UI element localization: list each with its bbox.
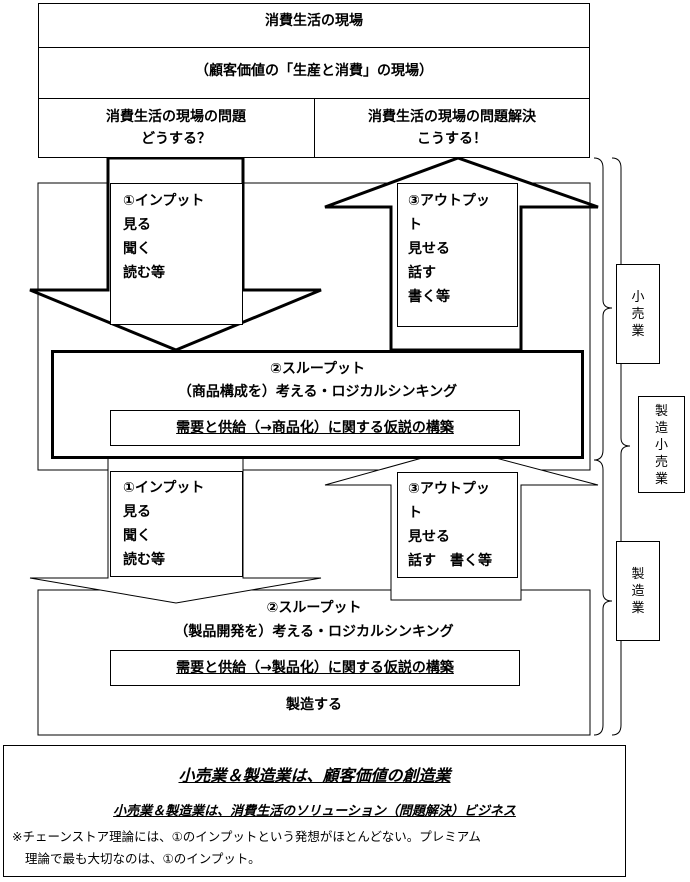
retail-hypothesis-box: 需要と供給（→商品化）に関する仮説の構築: [110, 410, 520, 446]
side-label-retail-char: 小: [631, 290, 645, 305]
footer-box: [3, 745, 626, 877]
side-label-spa: 製 造 小 売 業: [638, 396, 685, 493]
retail-output-talk: 話す: [408, 265, 436, 281]
header-divider-vertical: [314, 98, 315, 158]
retail-output-write: 書く等: [408, 289, 450, 305]
retail-input-hear: 聞く: [123, 241, 151, 257]
retail-throughput-desc: （商品構成を）考える・ロジカルシンキング: [177, 384, 458, 400]
side-label-spa-char: 小: [654, 438, 668, 453]
side-label-manufacturing-char: 業: [631, 601, 645, 616]
side-label-retail-char: 業: [631, 324, 645, 339]
retail-input-read: 読む等: [123, 265, 165, 281]
manufacturing-throughput-desc: （製品開発を）考える・ロジカルシンキング: [174, 624, 454, 640]
retail-bracket: [593, 157, 613, 461]
manufacturing-output-show: 見せる: [408, 529, 450, 545]
header-subtitle: （顧客価値の「生産と消費」の現場）: [195, 63, 433, 79]
manufacturing-frame: [37, 589, 591, 736]
footer-subline: 小売業＆製造業は、消費生活のソリューション（問題解決）ビジネス: [113, 804, 516, 819]
side-label-manufacturing: 製 造 業: [616, 541, 660, 641]
header-solution-line2: こうする！: [417, 131, 487, 147]
manufacturing-input-read: 読む等: [123, 552, 165, 568]
manufacturing-throughput-title: ②スループット: [266, 600, 362, 616]
manufacturing-input-box: ①インプット 見る 聞く 読む等: [110, 471, 243, 577]
manufacturing-output-title-cont: ト: [408, 505, 422, 521]
manufacturing-input-title: ①インプット: [123, 480, 205, 496]
manufacturing-output-box: ③アウトプッ ト 見せる 話す 書く等: [397, 472, 518, 578]
side-label-spa-char: 業: [654, 472, 668, 487]
side-label-retail-char: 売: [631, 307, 645, 322]
side-label-retail: 小 売 業: [616, 264, 660, 364]
manufacturing-output-title: ③アウトプッ: [408, 481, 490, 497]
header-title: 消費生活の現場: [265, 13, 363, 29]
manufacturing-action: 製造する: [286, 697, 342, 713]
header-problem: 消費生活の現場の問題 どうする？: [38, 106, 314, 150]
retail-output-box: ③アウトプッ ト 見せる 話す 書く等: [397, 183, 518, 327]
manufacturing-input-hear: 聞く: [123, 528, 151, 544]
side-label-manufacturing-char: 造: [631, 584, 645, 599]
retail-throughput-title: ②スループット: [269, 361, 365, 377]
retail-input-see: 見る: [123, 217, 151, 233]
footer-note-line1: ※チェーンストア理論には、①のインプットという発想がほとんどない。プレミアム: [12, 829, 481, 844]
header-problem-line1: 消費生活の現場の問題: [106, 109, 246, 125]
retail-input-title: ①インプット: [123, 193, 205, 209]
retail-output-title-cont: ト: [408, 217, 422, 233]
manufacturing-input-see: 見る: [123, 504, 151, 520]
retail-frame: [37, 182, 591, 471]
retail-input-box: ①インプット 見る 聞く 読む等: [110, 183, 243, 325]
spa-bracket: [611, 157, 631, 736]
header-divider-1: [38, 47, 590, 48]
footer-headline: 小売業＆製造業は、顧客価値の創造業: [178, 766, 451, 785]
side-label-manufacturing-char: 製: [631, 567, 645, 582]
retail-output-show: 見せる: [408, 241, 450, 257]
manufacturing-bracket: [593, 459, 613, 736]
retail-output-title: ③アウトプッ: [408, 193, 490, 209]
header-solution-line1: 消費生活の現場の問題解決: [368, 109, 536, 125]
header-solution: 消費生活の現場の問題解決 こうする！: [314, 106, 590, 150]
manufacturing-hypothesis-box: 需要と供給（→製品化）に関する仮説の構築: [110, 650, 520, 686]
footer-note: ※チェーンストア理論には、①のインプットという発想がほとんどない。プレミアム 理…: [12, 826, 624, 870]
manufacturing-output-talk-write: 話す 書く等: [408, 553, 492, 569]
header-problem-line2: どうする？: [141, 131, 211, 147]
side-label-spa-char: 製: [654, 404, 668, 419]
side-label-spa-char: 造: [654, 421, 668, 436]
side-label-spa-char: 売: [654, 455, 668, 470]
footer-note-line2: 理論で最も大切なのは、①のインプット。: [25, 851, 261, 866]
